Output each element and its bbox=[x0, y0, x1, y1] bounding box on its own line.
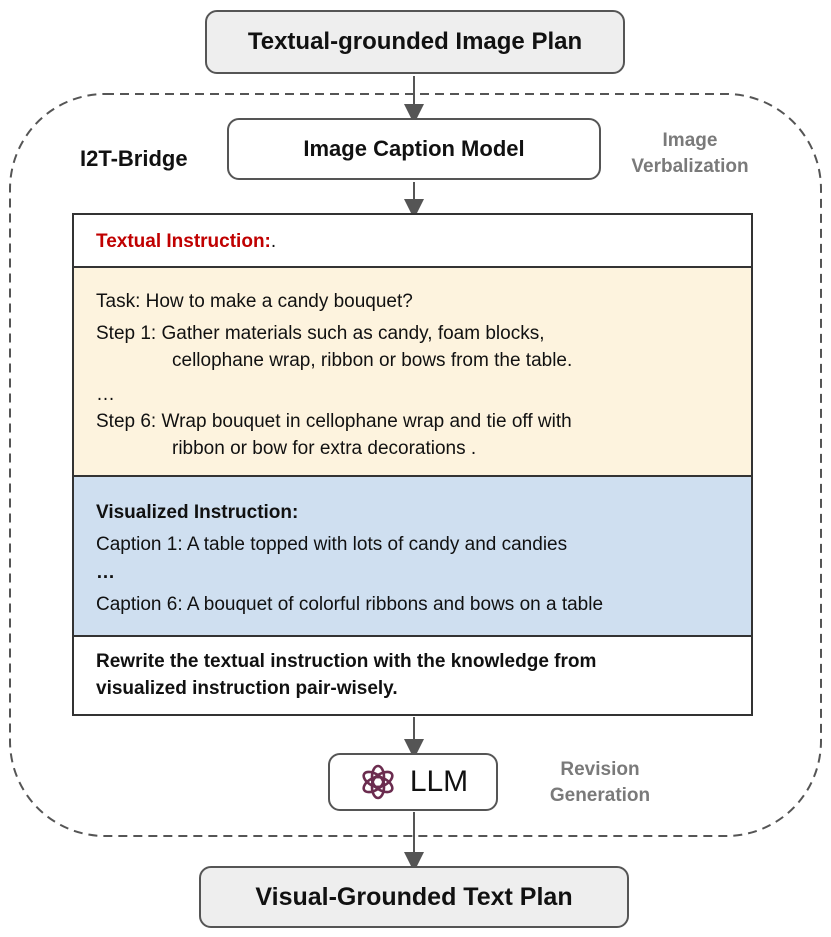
textual-instruction-body: Task: How to make a candy bouquet? Step … bbox=[74, 268, 751, 477]
rewrite-line1: Rewrite the textual instruction with the… bbox=[96, 651, 597, 672]
image-verbalization-line1: Image bbox=[662, 130, 718, 151]
task-text: Task: How to make a candy bouquet? bbox=[96, 291, 413, 312]
image-caption-model-box: Image Caption Model bbox=[227, 118, 601, 180]
textual-instruction-header-section: Textual Instruction:. bbox=[74, 215, 751, 268]
llm-label: LLM bbox=[409, 765, 469, 798]
textual-instruction-heading: Textual Instruction: bbox=[96, 231, 271, 252]
caption1-text: Caption 1: A table topped with lots of c… bbox=[96, 534, 568, 555]
textual-instruction-heading-suffix: . bbox=[270, 231, 277, 252]
i2t-bridge-label: I2T-Bridge bbox=[80, 146, 188, 171]
step1-line1: Step 1: Gather materials such as candy, … bbox=[96, 323, 545, 344]
visualized-instruction-section: Visualized Instruction: Caption 1: A tab… bbox=[74, 477, 751, 637]
llm-box: LLM bbox=[328, 753, 498, 811]
revision-generation-label: Revision Generation bbox=[520, 757, 680, 809]
step6-line1: Step 6: Wrap bouquet in cellophane wrap … bbox=[96, 411, 572, 432]
rewrite-line2: visualized instruction pair-wisely. bbox=[96, 678, 398, 699]
image-verbalization-label: Image Verbalization bbox=[610, 128, 770, 180]
revision-generation-line1: Revision bbox=[560, 759, 640, 780]
visual-grounded-text-plan-box: Visual-Grounded Text Plan bbox=[199, 866, 629, 928]
visualized-instruction-heading: Visualized Instruction: bbox=[96, 502, 299, 523]
instruction-panel: Textual Instruction:. Task: How to make … bbox=[72, 213, 753, 716]
rewrite-section: Rewrite the textual instruction with the… bbox=[74, 637, 751, 714]
step6-line2: ribbon or bow for extra decorations . bbox=[172, 438, 477, 459]
visualized-ellipsis: … bbox=[96, 562, 115, 583]
textual-ellipsis: … bbox=[96, 384, 115, 405]
step1-line2: cellophane wrap, ribbon or bows from the… bbox=[172, 350, 573, 371]
caption6-text: Caption 6: A bouquet of colorful ribbons… bbox=[96, 594, 604, 615]
revision-generation-line2: Generation bbox=[549, 785, 651, 806]
openai-logo-icon bbox=[362, 764, 394, 800]
textual-grounded-image-plan-box: Textual-grounded Image Plan bbox=[205, 10, 625, 74]
image-verbalization-line2: Verbalization bbox=[631, 156, 749, 177]
